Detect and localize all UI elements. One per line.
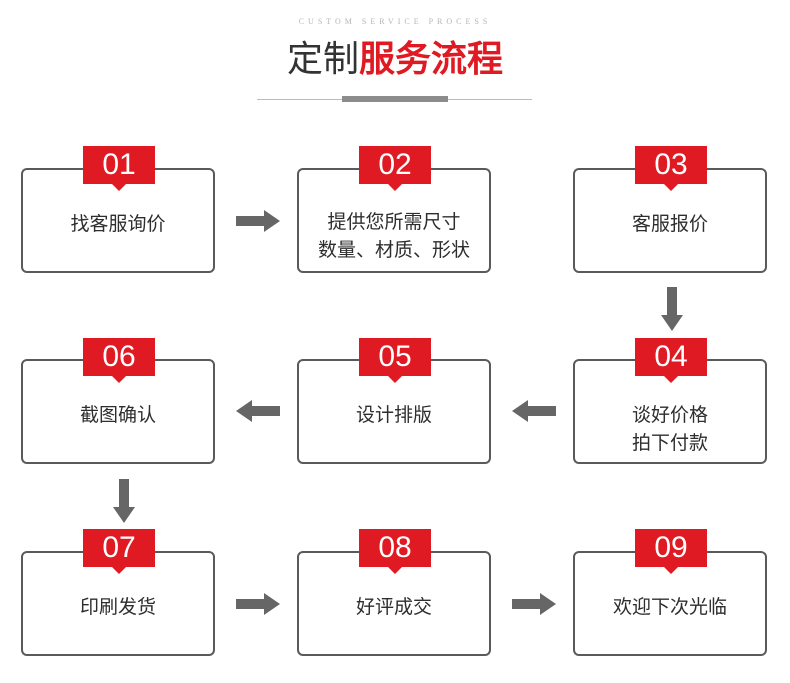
title-divider-bar [342,96,448,102]
step-label: 好评成交 [355,596,432,618]
arrow-down-icon [113,479,135,523]
badge-shape [83,529,155,574]
arrow-right-icon [236,210,280,232]
badge-shape [359,529,431,574]
arrow-right-icon [512,593,556,615]
arrow-right-icon [236,593,280,615]
badge-shape [83,146,155,191]
step-label: 提供您所需尺寸数量、材质、形状 [317,211,470,261]
badge-number: 07 [102,531,136,564]
badge-number: 05 [378,340,412,373]
badge-number: 04 [654,340,688,373]
step-box-02: 提供您所需尺寸数量、材质、形状 [297,168,491,273]
step-badge-08: 08 [359,529,431,574]
title-plain: 定制 [286,39,359,80]
badge-number: 06 [102,340,136,373]
step-label: 欢迎下次光临 [612,596,727,618]
arrow-left-icon [512,400,556,422]
title-highlight: 服务流程 [359,39,504,80]
step-box-01: 找客服询价 [21,168,215,273]
badge-shape [83,338,155,383]
subtitle: CUSTOM SERVICE PROCESS [298,17,492,26]
badge-shape [635,529,707,574]
badge-shape [635,338,707,383]
step-badge-05: 05 [359,338,431,383]
step-label: 截图确认 [79,404,156,426]
step-badge-02: 02 [359,146,431,191]
badge-number: 01 [102,148,136,181]
step-badge-03: 03 [635,146,707,191]
arrow-down-icon [661,287,683,331]
page-title: 定制服务流程 [0,34,790,86]
badge-shape [359,338,431,383]
badge-number: 08 [378,531,412,564]
badge-shape [359,146,431,191]
step-badge-04: 04 [635,338,707,383]
step-badge-01: 01 [83,146,155,191]
badge-number: 03 [654,148,688,181]
badge-number: 09 [654,531,688,564]
step-badge-07: 07 [83,529,155,574]
arrow-left-icon [236,400,280,422]
badge-shape [635,146,707,191]
step-label: 设计排版 [355,404,432,426]
step-label: 找客服询价 [70,213,166,235]
step-label: 谈好价格拍下付款 [631,404,708,454]
step-label: 印刷发货 [79,596,156,618]
step-badge-06: 06 [83,338,155,383]
badge-number: 02 [378,148,412,181]
step-label: 客服报价 [631,213,708,235]
step-badge-09: 09 [635,529,707,574]
